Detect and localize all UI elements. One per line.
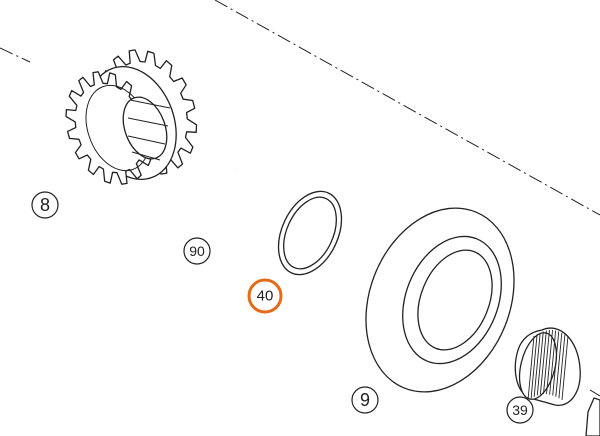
callout-9[interactable]: 9 — [351, 386, 379, 414]
callout-90[interactable]: 90 — [183, 237, 211, 265]
needle-roller — [555, 332, 563, 397]
callout-39[interactable]: 39 — [506, 396, 534, 424]
needle-roller — [546, 330, 553, 395]
needle-roller — [539, 330, 547, 395]
needle-bearing-icon[interactable] — [513, 327, 581, 406]
thrust-washer-icon[interactable] — [266, 181, 354, 284]
needle-roller — [552, 331, 560, 396]
callout-40-highlighted[interactable]: 40 — [247, 278, 283, 314]
needle-roller — [527, 335, 535, 401]
callout-8[interactable]: 8 — [31, 191, 59, 219]
gear-icon[interactable] — [340, 186, 541, 415]
needle-roller — [549, 330, 557, 395]
svg-text:40: 40 — [257, 288, 274, 305]
circlip-icon[interactable] — [213, 160, 276, 230]
svg-text:39: 39 — [512, 402, 528, 418]
partial-next-part — [585, 397, 600, 436]
needle-roller — [543, 330, 550, 395]
double-gear-icon[interactable] — [65, 49, 198, 192]
svg-text:8: 8 — [40, 195, 50, 215]
svg-text:90: 90 — [189, 243, 205, 259]
shaft-axis-line-lower — [589, 389, 600, 397]
needle-roller — [530, 334, 538, 399]
needle-roller — [561, 335, 569, 401]
needle-roller — [558, 334, 566, 399]
needle-roller — [533, 332, 541, 397]
svg-text:9: 9 — [360, 390, 370, 410]
needle-roller — [536, 331, 544, 396]
shaft-axis-line — [0, 0, 600, 216]
